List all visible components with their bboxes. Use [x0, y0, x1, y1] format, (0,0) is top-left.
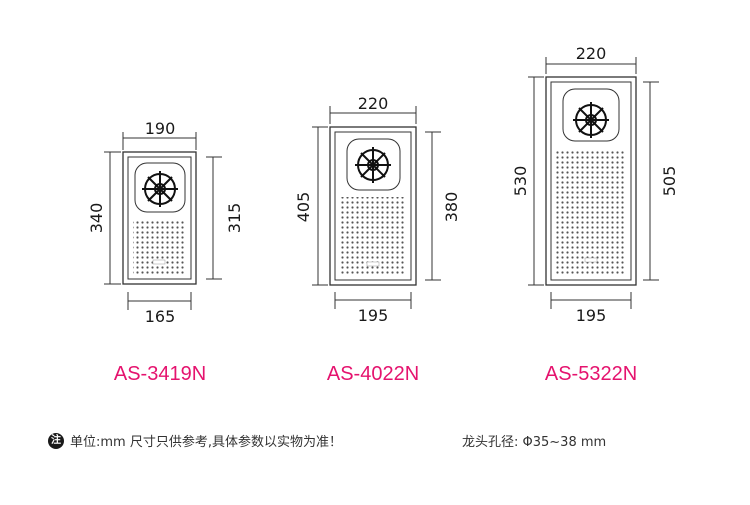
- drain-wheel-icon: [355, 147, 391, 183]
- sink-as-3419n: 190 165 340 315 AS-3419N: [87, 119, 244, 385]
- dim-top-width: 220: [358, 94, 389, 113]
- dim-top-width: 220: [576, 44, 607, 63]
- sink-inner-frame: [334, 131, 412, 281]
- note-text: 单位:mm 尺寸只供参考,具体参数以实物为准！: [70, 435, 342, 450]
- sink-outer-frame: [329, 126, 417, 286]
- dim-bottom-width: 195: [576, 306, 607, 325]
- model-label: AS-3419N: [114, 363, 206, 385]
- brand-mark: [152, 259, 166, 265]
- drain-wheel-icon: [142, 171, 178, 207]
- drain-area: [134, 162, 186, 213]
- sink-as-5322n: 220 195 530 505 AS-5322N: [511, 44, 679, 385]
- dim-bottom-width: 165: [145, 307, 176, 326]
- brand-mark: [366, 261, 380, 267]
- note-badge-icon: 注: [48, 432, 64, 449]
- model-label: AS-4022N: [327, 363, 419, 385]
- perforated-area: [133, 220, 186, 275]
- drain-wheel-icon: [573, 102, 609, 138]
- sink-inner-frame: [127, 156, 192, 280]
- perforated-area: [556, 149, 626, 275]
- dim-inner-height: 315: [225, 203, 244, 234]
- dim-bottom-width: 195: [358, 306, 389, 325]
- brand-mark: [584, 257, 598, 263]
- drain-area: [562, 88, 620, 142]
- dim-inner-height: 505: [660, 166, 679, 197]
- dim-outer-height: 530: [511, 166, 530, 197]
- unit-note: 注 单位:mm 尺寸只供参考,具体参数以实物为准！: [48, 431, 342, 450]
- sink-outer-frame: [545, 76, 637, 286]
- dim-outer-height: 405: [294, 192, 313, 223]
- sink-outer-frame: [122, 151, 197, 285]
- dim-top-width: 190: [145, 119, 176, 138]
- faucet-hole-spec: 龙头孔径: Φ35~38 mm: [462, 435, 607, 450]
- sink-as-4022n: 220 195 405 380 AS-4022N: [294, 94, 461, 385]
- dim-outer-height: 340: [87, 203, 106, 234]
- sink-inner-frame: [550, 81, 632, 281]
- drain-area: [346, 138, 401, 191]
- dim-inner-height: 380: [442, 192, 461, 223]
- model-label: AS-5322N: [545, 363, 637, 385]
